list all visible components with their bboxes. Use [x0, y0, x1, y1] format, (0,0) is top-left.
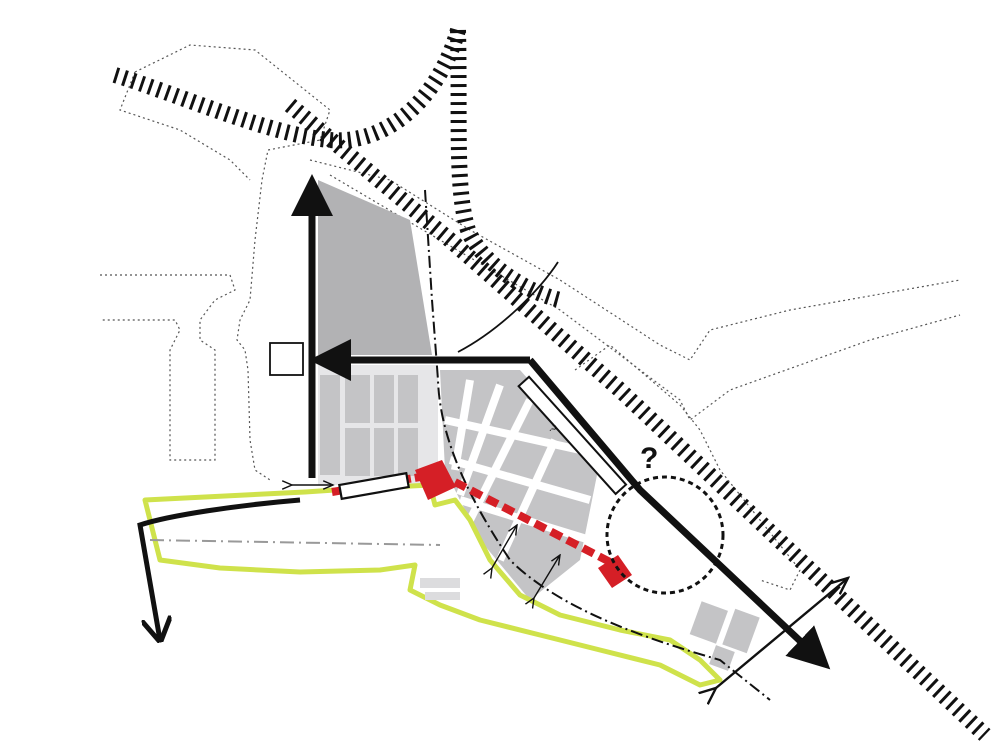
bar-rectangle-east — [517, 375, 628, 496]
south-east-block-1 — [689, 601, 728, 644]
width-arrow-mid-2 — [534, 555, 560, 598]
south-east-block-3 — [709, 645, 735, 671]
rail-corridor-outline-lower — [329, 174, 961, 421]
north-outline-left — [119, 71, 251, 181]
dotted-study-circle — [605, 475, 725, 595]
street-grid-blocks — [318, 365, 760, 671]
width-arrow-mid-1 — [492, 525, 517, 568]
bar-rectangle-west — [338, 471, 410, 501]
south-west-arrow — [137, 497, 301, 640]
thin-curve — [457, 261, 559, 353]
width-indicators — [292, 485, 848, 688]
west-building-outline — [100, 274, 236, 461]
red-dashed-link-east — [453, 478, 612, 566]
grey-north-mass — [318, 180, 432, 355]
dotted-site-outlines — [100, 44, 961, 591]
east-plot-outline — [574, 344, 801, 591]
route-faint-blocks — [420, 578, 460, 600]
red-block-north — [415, 460, 456, 500]
boundary-dash-dot — [424, 189, 771, 701]
railway-curve-north — [112, 27, 466, 149]
width-arrow-south-east — [716, 578, 848, 688]
question-mark-large: ? — [640, 442, 658, 475]
south-east-block-2 — [722, 608, 760, 654]
route-axis — [149, 539, 441, 546]
square-node — [269, 342, 304, 376]
red-block-south — [598, 555, 632, 588]
